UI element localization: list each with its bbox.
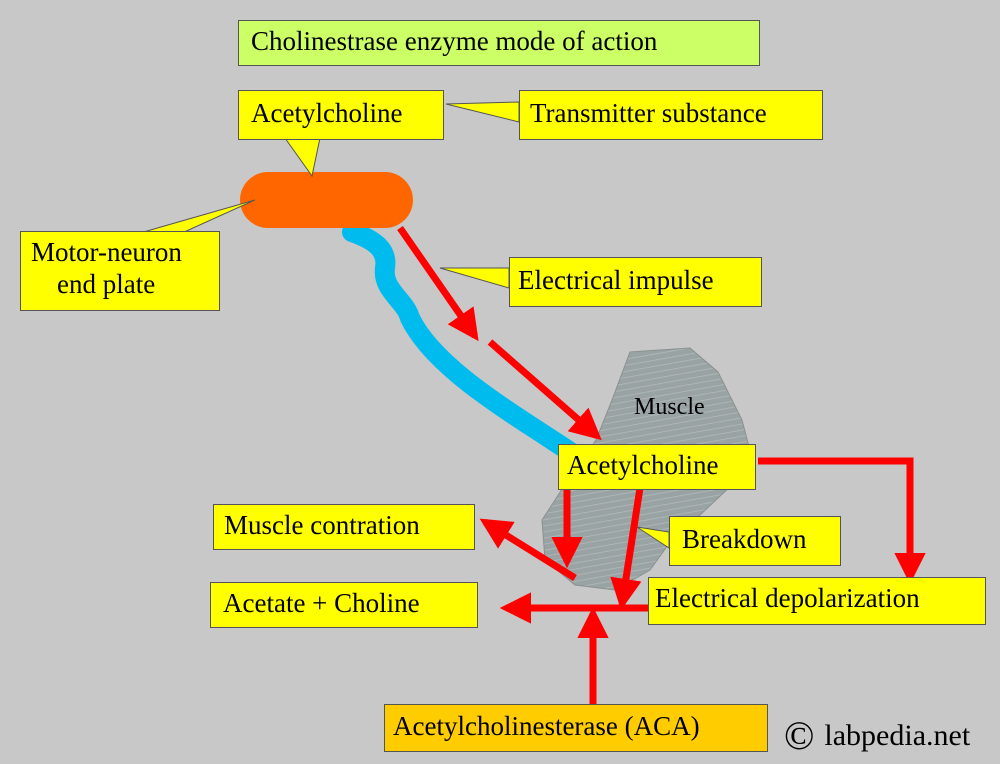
acetylcholine-callout-tail [284,137,321,178]
depolarization-arrow [758,457,926,585]
motor-neuron-label: Motor-neuron end plate [20,231,220,311]
acetylcholinesterase-label: Acetylcholinesterase (ACA) [384,704,768,752]
copyright-text: labpedia.net [824,719,971,752]
transmitter-callout-tail [445,101,520,123]
impulse-arrow-2 [487,339,602,441]
copyright-icon: © [784,713,815,758]
impulse-callout-tail [439,267,510,289]
muscle-contraction-label: Muscle contration [213,504,475,550]
muscle-label: Muscle [634,394,705,420]
motor-neuron-callout-tail [139,199,256,234]
motor-neuron-line-1: Motor-neuron [31,237,182,267]
diagram-title: Cholinestrase enzyme mode of action [238,20,760,66]
copyright-notice: © labpedia.net [784,712,970,759]
transmitter-substance-label: Transmitter substance [519,90,823,140]
contraction-arrow [479,518,577,581]
acetate-choline-label: Acetate + Choline [210,582,478,628]
breakdown-arrow [610,487,644,611]
impulse-arrow-1 [397,226,479,342]
electrical-impulse-label: Electrical impulse [509,257,762,307]
motor-neuron-end-plate [240,172,413,228]
acetylcholine-top-label: Acetylcholine [238,90,444,140]
nerve-fiber [342,222,585,465]
breakdown-label: Breakdown [669,516,841,566]
arrows [397,226,926,705]
acetylcholine-muscle-label: Acetylcholine [558,444,756,490]
motor-neuron-line-2: end plate [57,269,156,300]
electrical-depolarization-label: Electrical depolarization [648,577,986,625]
